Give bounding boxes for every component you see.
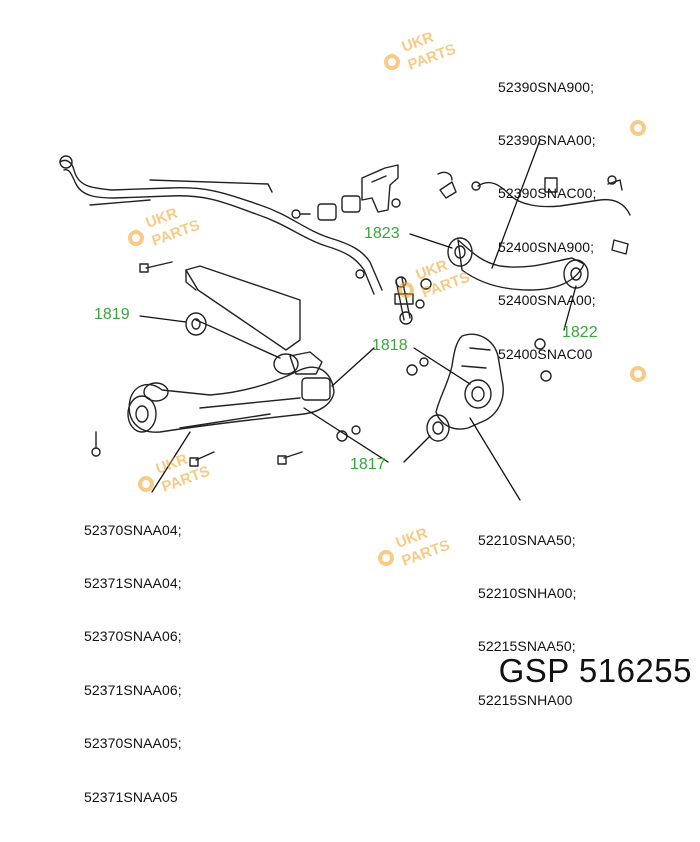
product-code: GSP 516255 [498,652,692,689]
part-number: 52400SNAA00; [498,292,596,309]
lower-arm-1819 [185,265,365,359]
part-number: 52390SNAC00; [498,185,597,202]
bolts-and-nuts [91,175,617,467]
part-number: 52371SNAA04; [84,574,182,591]
callout-1817: 1817 [350,456,386,473]
watermark-logo: UKR PARTS [394,252,504,317]
ukr-parts-logo-icon: UKR PARTS [378,525,452,570]
watermark-logo: UKR PARTS [374,520,484,585]
callout-1822: 1822 [562,324,598,341]
sensor-cable [437,171,631,255]
ukr-parts-logo-icon: UKR PARTS [138,451,212,496]
callout-1818: 1818 [372,337,408,354]
watermark-logo: UKR PARTS [124,200,234,265]
part-numbers-knuckle: 52210SNAA50; 52210SNHA00; 52215SNAA50; 5… [478,496,577,745]
part-number: 52390SNA900; [498,78,595,95]
part-number: 52370SNAA05; [84,735,182,752]
knuckle [426,333,504,442]
gear-icon [630,366,646,382]
bar-bushings [291,195,401,221]
part-number: 52215SNAA50; [478,638,576,655]
leader-lines [139,139,577,501]
stabilizer-bar [59,155,383,295]
part-number: 52390SNAA00; [498,131,596,148]
ukr-parts-logo-icon: UKR PARTS [128,205,202,250]
part-numbers-lower-arm: 52370SNAA04; 52371SNAA04; 52370SNAA06; 5… [84,486,182,842]
part-number: 52210SNHA00; [478,584,577,601]
ukr-parts-logo-icon: UKR PARTS [398,257,472,302]
part-number: 52371SNAA05 [84,788,178,805]
diagram-artwork [59,139,631,501]
part-number: 52400SNAC00 [498,345,593,362]
callout-1823: 1823 [364,225,400,242]
part-number: 52370SNAA06; [84,628,182,645]
part-number: 52370SNAA04; [84,521,182,538]
suspension-diagram: UKR PARTS UKR PARTS UKR PARTS UKR PARTS … [59,24,692,805]
part-number: 52210SNAA50; [478,531,576,548]
watermark-logo: UKR PARTS [134,446,244,511]
watermark-logo: UKR PARTS [380,24,490,89]
part-number: 52215SNHA00 [478,691,573,708]
part-number: 52371SNAA06; [84,681,182,698]
ukr-parts-logo-icon: UKR PARTS [384,29,458,74]
mount-bracket [361,164,399,213]
trailing-arm [127,351,335,433]
part-number: 52400SNA900; [498,238,595,255]
part-numbers-upper-arm: 52390SNA900; 52390SNAA00; 52390SNAC00; 5… [498,43,597,399]
callout-1819: 1819 [94,306,130,323]
gear-icon [630,120,646,136]
